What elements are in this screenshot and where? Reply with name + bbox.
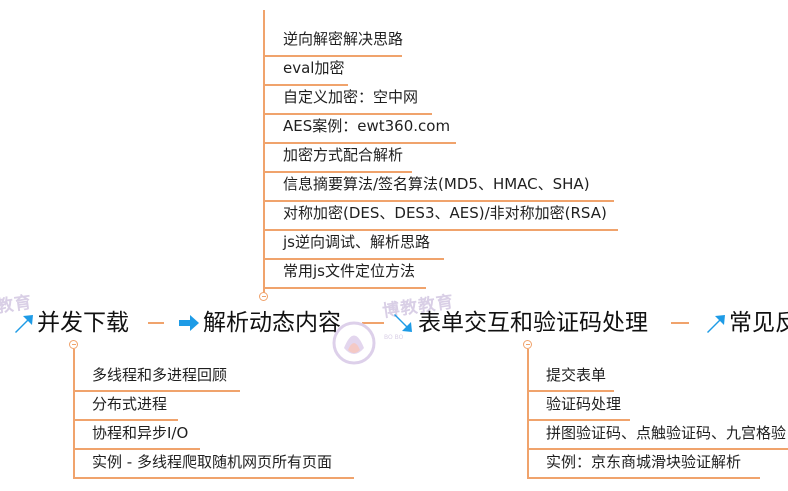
topic-parse-dynamic-content[interactable]: 解析动态内容	[203, 310, 341, 336]
top-item-underline	[264, 113, 432, 115]
arrow-down-right-icon	[394, 314, 412, 332]
right-item-underline	[528, 419, 630, 421]
left-item-3[interactable]: 协程和异步I/O	[92, 424, 189, 442]
top-item-7[interactable]: 对称加密(DES、DES3、AES)/非对称加密(RSA)	[283, 204, 607, 222]
arrow-up-right-icon	[707, 315, 725, 333]
top-item-5[interactable]: 加密方式配合解析	[283, 146, 404, 164]
connector-line	[362, 322, 384, 324]
right-branch-spine	[527, 349, 529, 479]
topic-form-captcha[interactable]: 表单交互和验证码处理	[418, 310, 648, 336]
top-item-underline	[264, 287, 426, 289]
right-item-underline	[528, 448, 788, 450]
left-item-1[interactable]: 多线程和多进程回顾	[92, 366, 228, 384]
top-item-6[interactable]: 信息摘要算法/签名算法(MD5、HMAC、SHA)	[283, 175, 590, 193]
top-item-1[interactable]: 逆向解密解决思路	[283, 30, 404, 48]
collapse-toggle-top[interactable]	[259, 292, 268, 301]
right-item-3[interactable]: 拼图验证码、点触验证码、九宫格验	[546, 424, 787, 442]
right-item-underline	[528, 477, 760, 479]
arrow-right-icon	[179, 315, 199, 331]
right-item-underline	[528, 390, 614, 392]
connector-line	[671, 322, 689, 324]
collapse-toggle-left[interactable]	[69, 340, 78, 349]
top-item-underline	[264, 171, 412, 173]
arrow-up-right-icon	[15, 315, 33, 333]
watermark-left-text: 教育	[0, 292, 34, 318]
top-item-underline	[264, 142, 456, 144]
left-item-underline	[74, 477, 354, 479]
topic-anti-crawl[interactable]: 常见反	[729, 310, 788, 336]
collapse-toggle-right[interactable]	[523, 340, 532, 349]
left-item-underline	[74, 448, 200, 450]
top-item-4[interactable]: AES案例：ewt360.com	[283, 117, 451, 135]
right-item-4[interactable]: 实例：京东商城滑块验证解析	[546, 453, 742, 471]
top-item-2[interactable]: eval加密	[283, 59, 345, 77]
left-item-underline	[74, 419, 178, 421]
top-item-underline	[264, 200, 614, 202]
connector-line	[148, 322, 164, 324]
top-item-9[interactable]: 常用js文件定位方法	[283, 262, 415, 280]
left-item-2[interactable]: 分布式进程	[92, 395, 168, 413]
top-item-8[interactable]: js逆向调试、解析思路	[283, 233, 430, 251]
top-item-underline	[264, 55, 402, 57]
topic-concurrent-download[interactable]: 并发下载	[37, 310, 129, 336]
right-item-1[interactable]: 提交表单	[546, 366, 607, 384]
top-item-underline	[264, 229, 618, 231]
top-item-3[interactable]: 自定义加密：空中网	[283, 88, 419, 106]
left-branch-spine	[73, 349, 75, 479]
watermark-logo	[332, 321, 376, 365]
left-item-underline	[74, 390, 240, 392]
watermark-mid-small: BO BO	[384, 334, 404, 341]
left-item-4[interactable]: 实例 - 多线程爬取随机网页所有页面	[92, 453, 332, 471]
top-branch-spine	[263, 10, 265, 294]
right-item-2[interactable]: 验证码处理	[546, 395, 622, 413]
top-item-underline	[264, 258, 444, 260]
top-item-underline	[264, 84, 348, 86]
